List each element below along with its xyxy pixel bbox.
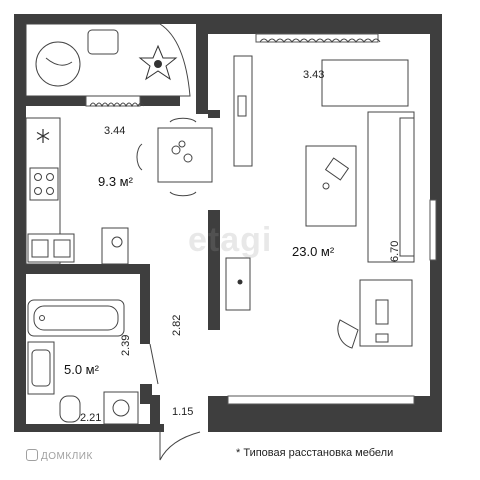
windows xyxy=(85,33,437,405)
living-room: 3.43 23.0 м² 6.70 xyxy=(225,55,415,349)
balcony-plant-stand xyxy=(87,29,119,55)
living-length-label: 6.70 xyxy=(389,241,401,262)
bathtub xyxy=(27,299,125,337)
kitchen-width-label: 3.44 xyxy=(104,125,125,137)
bathroom-washer xyxy=(103,391,139,425)
bathroom-area-label: 5.0 м² xyxy=(64,362,100,377)
bathroom: 5.0 м² 2.21 2.39 xyxy=(27,299,159,425)
hall-length-label: 2.82 xyxy=(171,315,183,336)
agency-watermark: etagi xyxy=(188,221,273,259)
hall-width-label: 1.15 xyxy=(172,406,193,418)
washer-icon xyxy=(101,227,129,265)
tv-stand xyxy=(225,257,251,311)
bathroom-width-label: 2.21 xyxy=(80,412,101,424)
living-width-label: 3.43 xyxy=(303,69,324,81)
coffee-table xyxy=(305,145,357,227)
snowflake-icon xyxy=(36,129,50,143)
balcony-chair xyxy=(35,41,81,87)
toilet xyxy=(59,395,81,423)
desk xyxy=(359,279,413,347)
listing-watermark-text: ДОМКЛИК xyxy=(41,451,93,462)
sofa-top xyxy=(321,59,409,107)
sofa xyxy=(367,111,415,263)
furniture-note: * Типовая расстановка мебели xyxy=(236,447,394,459)
listing-watermark: ДОМКЛИК xyxy=(26,449,93,462)
kitchen-area-label: 9.3 м² xyxy=(98,174,134,189)
balcony xyxy=(25,23,381,108)
wardrobe xyxy=(233,55,253,167)
listing-logo-icon xyxy=(26,449,38,461)
stove-icon xyxy=(29,167,59,201)
living-area-label: 23.0 м² xyxy=(292,244,335,259)
plant-icon xyxy=(138,44,178,81)
bathroom-length-label: 2.39 xyxy=(120,335,132,356)
hallway: 2.82 1.15 xyxy=(159,315,201,461)
kitchen-sink-icon xyxy=(27,233,75,263)
kitchen: 3.44 9.3 м² xyxy=(25,117,213,265)
